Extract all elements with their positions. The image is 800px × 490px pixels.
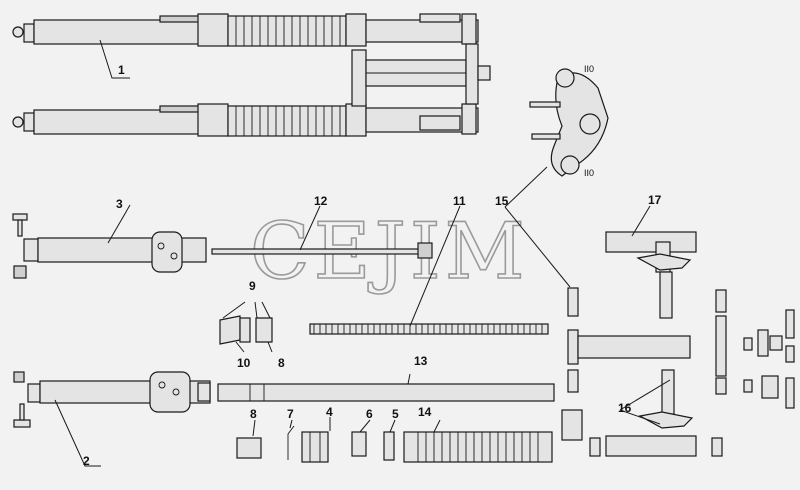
fork-spring xyxy=(309,323,549,335)
callout-15: 15 xyxy=(495,194,509,208)
oil-seal-4 xyxy=(301,431,329,463)
steering-stem xyxy=(561,287,691,441)
fork-triple-clamp xyxy=(351,43,491,107)
callout-9: 9 xyxy=(249,279,256,293)
fork-slider-right xyxy=(12,213,207,279)
ring-5 xyxy=(383,431,395,461)
callout-16: 16 xyxy=(618,401,632,415)
svg-text:II0: II0 xyxy=(584,168,594,178)
circlip-7 xyxy=(287,425,295,460)
callout-17: 17 xyxy=(648,193,662,207)
damper-rod xyxy=(211,242,433,259)
dust-boot-14 xyxy=(403,431,553,463)
bushing-set xyxy=(219,315,273,345)
fork-boot-upper xyxy=(227,15,347,47)
fork-boot-lower xyxy=(227,105,347,137)
callout-4: 4 xyxy=(326,405,333,419)
callout-5: 5 xyxy=(392,407,399,421)
handlebar-mount-lower xyxy=(589,369,723,457)
callout-2: 2 xyxy=(83,454,90,468)
callout-1: 1 xyxy=(118,63,125,77)
fork-leg-upper xyxy=(12,13,479,47)
callout-13: 13 xyxy=(414,354,428,368)
callout-12: 12 xyxy=(314,194,328,208)
callout-14: 14 xyxy=(418,405,432,419)
hardware-right xyxy=(715,289,795,409)
upper-triple-clamp: II0 II0 xyxy=(529,64,609,178)
callout-3: 3 xyxy=(116,197,123,211)
fork-leg-lower xyxy=(12,103,479,137)
handlebar-mount-upper xyxy=(605,231,697,319)
callout-6: 6 xyxy=(366,407,373,421)
leader-lines xyxy=(54,39,671,467)
callout-8-upper: 8 xyxy=(278,356,285,370)
callout-10: 10 xyxy=(237,356,251,370)
callout-11: 11 xyxy=(453,194,466,208)
washer-6 xyxy=(351,431,367,457)
callout-7: 7 xyxy=(287,407,294,421)
fork-tube xyxy=(217,383,555,402)
callout-8-lower: 8 xyxy=(250,407,257,421)
fork-assembly xyxy=(12,13,491,137)
svg-text:II0: II0 xyxy=(584,64,594,74)
callout-labels: 1 2 3 4 5 6 7 8 8 9 10 11 12 13 14 15 16… xyxy=(83,63,662,468)
fork-slider-left xyxy=(13,371,211,428)
bushing-8 xyxy=(236,437,262,459)
